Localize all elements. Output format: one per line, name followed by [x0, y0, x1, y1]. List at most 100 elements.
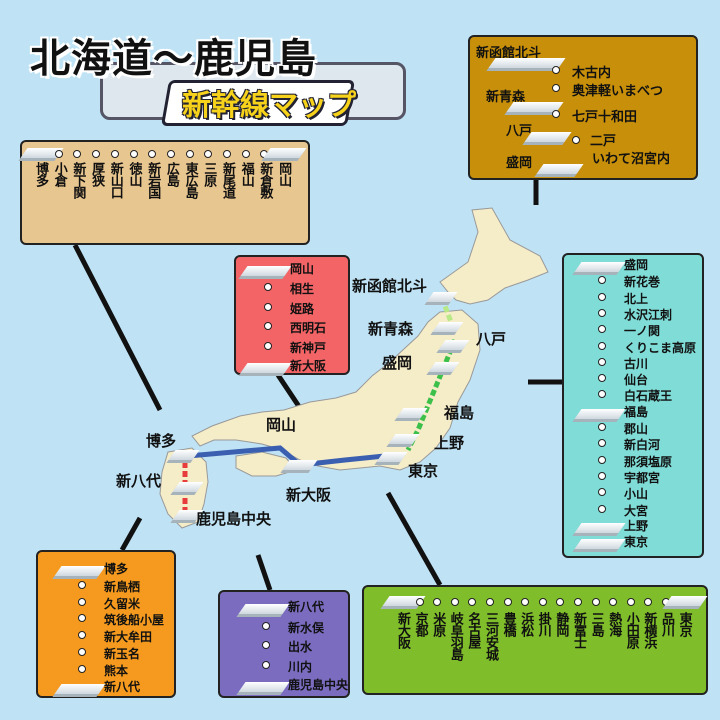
shikoku-land: [235, 451, 297, 477]
station-dot: [129, 150, 138, 158]
station-label: 鹿児島中央: [288, 678, 349, 692]
platform: [574, 522, 626, 533]
station-dot: [264, 302, 272, 311]
station-label: 新尾道: [220, 162, 235, 198]
map-label-tokyo: 東京: [408, 462, 439, 480]
tohoku-route-box: [562, 253, 704, 558]
station-label: 岡山: [290, 262, 315, 276]
station-label: 宇都宮: [624, 470, 661, 485]
station-label: 新八代: [104, 679, 141, 694]
station-dot: [78, 597, 86, 606]
station-label: くりこま高原: [624, 340, 697, 355]
platform: [536, 164, 584, 174]
connector-okayama: [275, 373, 303, 410]
station-dot: [598, 341, 606, 350]
station-dot: [598, 276, 606, 285]
hokkaido-land: [439, 207, 549, 305]
station-dot: [78, 631, 86, 640]
station-label: 筑後船小屋: [104, 613, 165, 628]
connector-sanyo: [72, 243, 163, 412]
station-dot: [241, 150, 250, 158]
station-label: 久留米: [104, 596, 141, 611]
station-dot: [598, 390, 606, 399]
okayama-route-box: [234, 255, 350, 375]
platform: [574, 408, 626, 419]
station-dot: [110, 150, 119, 158]
station-dot: [223, 150, 231, 158]
station-dot: [552, 110, 560, 118]
station-label: 盛岡: [624, 258, 649, 272]
station-label: 新横浜: [641, 612, 657, 648]
platform: [263, 148, 307, 158]
station-label: 熱海: [606, 612, 622, 636]
connector-kagoshima: [255, 554, 273, 591]
station-dot: [503, 598, 512, 606]
station-dot: [486, 598, 494, 606]
station-label: 新鳥栖: [104, 579, 141, 594]
connector-tokaido: [385, 491, 443, 587]
station-dot: [591, 598, 600, 606]
station-label: 厚狭: [89, 162, 105, 186]
station-label: 八戸: [506, 124, 533, 139]
honshu-land: [191, 309, 481, 471]
station-label: 博多: [33, 162, 48, 186]
platform: [574, 262, 626, 272]
station-label: いわて沼宮内: [592, 152, 671, 167]
station-dot: [78, 664, 86, 673]
map-label-kagoshima: 鹿児島中央: [196, 510, 272, 528]
map-label-shinaomori: 新青森: [368, 320, 414, 338]
station-label: 古川: [624, 356, 649, 371]
station-dot: [598, 423, 606, 431]
station-label: 新花巻: [624, 275, 661, 290]
station-label: 新函館北斗: [476, 46, 542, 61]
station-label: 新神戸: [290, 340, 327, 355]
station-label: 那須塩原: [624, 454, 673, 469]
station-label: 盛岡: [506, 156, 533, 171]
station-dot: [538, 598, 547, 606]
station-label: 東広島: [182, 162, 198, 198]
map-label-hakata: 博多: [146, 432, 177, 450]
station-label: 新青森: [486, 90, 526, 105]
station-dot: [598, 455, 606, 464]
station-dot: [598, 325, 606, 334]
station-label: 小山: [624, 487, 649, 502]
station-label: 小倉: [51, 162, 67, 186]
station-label: 広島: [163, 162, 179, 186]
station-dot: [609, 598, 618, 606]
station-dot: [415, 598, 424, 606]
station-label: 七戸十和田: [572, 110, 638, 125]
station-dot: [598, 357, 606, 366]
station-label: 熊本: [104, 663, 129, 678]
station-label: 京都: [412, 612, 428, 636]
station-label: 豊橋: [500, 612, 516, 636]
connector-kyushu: [119, 516, 143, 552]
station-dot: [598, 308, 606, 317]
station-label: 出水: [288, 640, 313, 654]
station-label: 三原: [201, 162, 217, 186]
station-label: 米原: [430, 612, 446, 636]
station-dot: [54, 150, 63, 158]
station-dot: [148, 150, 157, 158]
station-dot: [598, 439, 606, 448]
station-label: 水沢江刺: [624, 307, 673, 322]
map-label-shinosaka: 新大阪: [286, 486, 332, 504]
station-dot: [450, 598, 459, 606]
station-label: 新八代: [288, 600, 325, 614]
station-label: 新大阪: [395, 612, 410, 648]
platform: [524, 132, 572, 142]
station-dot: [598, 504, 606, 513]
station-dot: [78, 648, 86, 656]
station-label: 徳山: [126, 162, 142, 186]
station-label: 新水俣: [288, 620, 325, 635]
station-dot: [572, 136, 580, 144]
station-label: 三島: [588, 612, 604, 636]
station-label: 川内: [288, 659, 313, 674]
station-dot: [185, 150, 194, 158]
station-dot: [78, 614, 86, 623]
station-label: 品川: [659, 612, 674, 636]
map-label-okayama: 岡山: [266, 416, 297, 434]
page-subtitle: 新幹線マップ: [182, 88, 357, 122]
map-label-ueno: 上野: [434, 434, 465, 452]
station-label: 一ノ関: [624, 324, 661, 339]
station-dot: [626, 598, 635, 606]
